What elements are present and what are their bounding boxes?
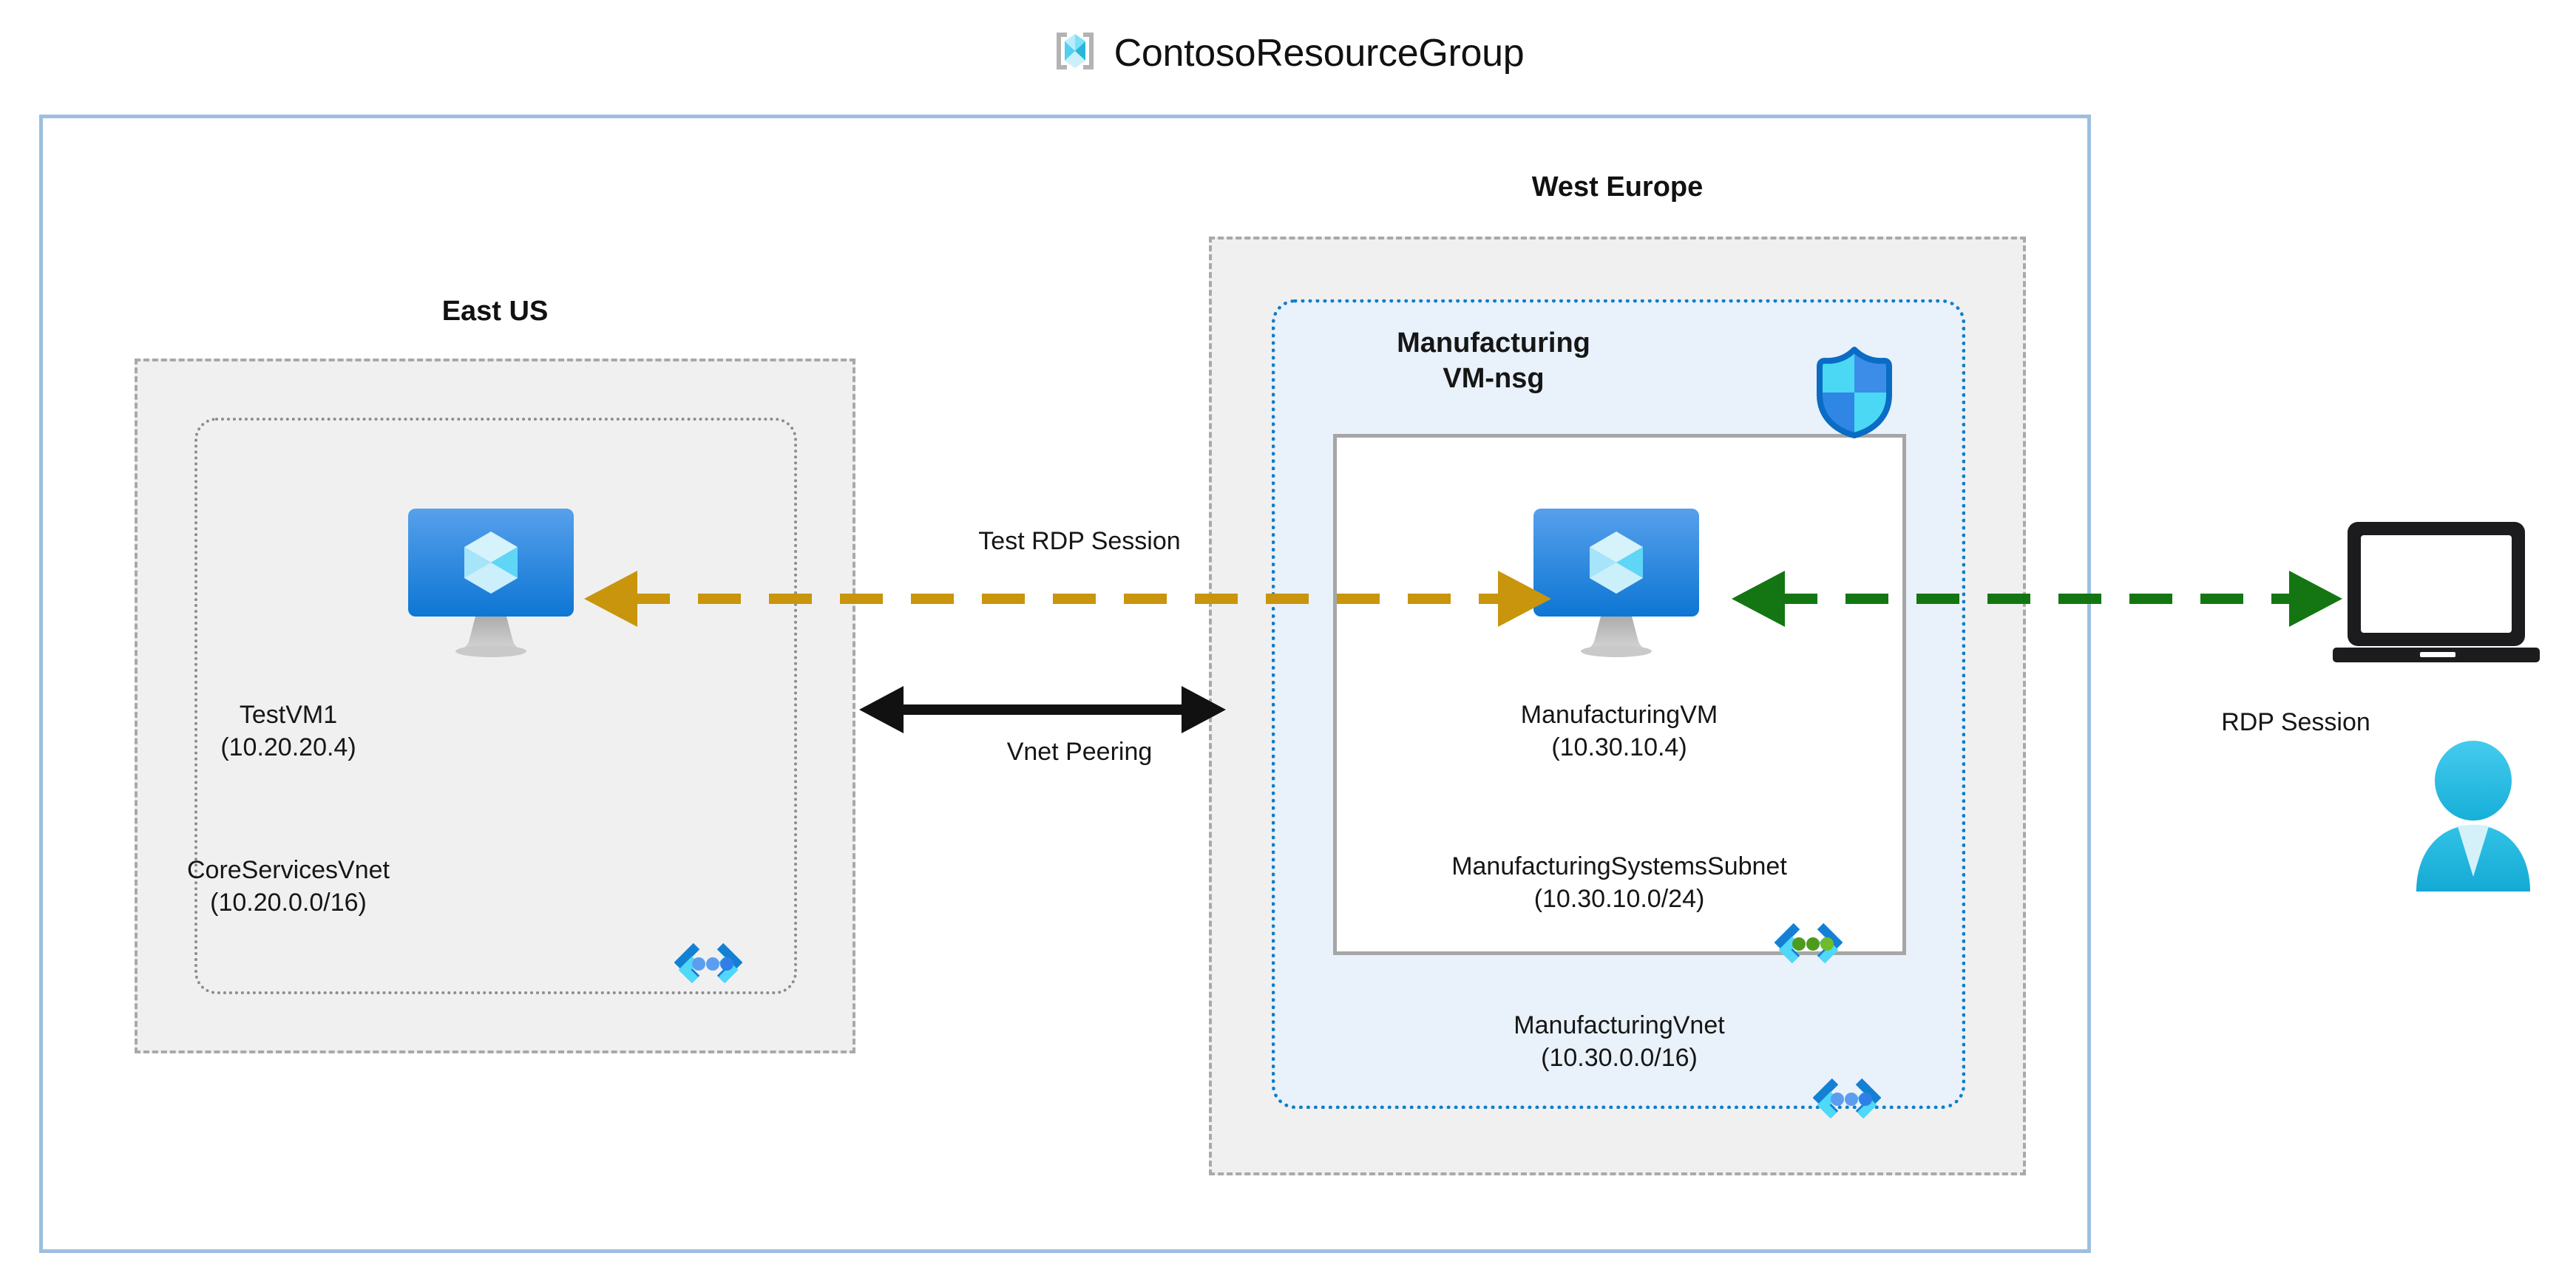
nsg-name-line2: VM-nsg bbox=[1443, 363, 1545, 394]
manufacturing-vnet-cidr: (10.30.0.0/16) bbox=[1541, 1044, 1698, 1072]
resource-group-boundary bbox=[39, 115, 2091, 1253]
virtual-machine-icon-manufacturingvm bbox=[1528, 504, 1705, 670]
subnet-icon-manufacturing-systems bbox=[1774, 920, 1843, 974]
manufacturing-subnet-label-group: ManufacturingSystemsSubnet (10.30.10.0/2… bbox=[1346, 850, 1893, 915]
testvm1-ip: (10.20.20.4) bbox=[220, 733, 356, 761]
nsg-label-group: Manufacturing VM-nsg bbox=[1331, 325, 1656, 396]
vnet-icon-manufacturing bbox=[1812, 1076, 1882, 1130]
manufacturing-subnet-name: ManufacturingSystemsSubnet bbox=[1451, 852, 1787, 880]
nsg-name-line1: Manufacturing bbox=[1397, 327, 1590, 359]
test-rdp-session-connection-label: Test RDP Session bbox=[978, 527, 1181, 555]
virtual-machine-icon-testvm1 bbox=[402, 504, 580, 670]
laptop-icon bbox=[2333, 517, 2540, 669]
vnet-icon-coreservices bbox=[674, 940, 743, 994]
region-east-us bbox=[135, 359, 855, 1053]
manufacturingvm-label-group: ManufacturingVM (10.30.10.4) bbox=[1346, 699, 1893, 764]
manufacturingvm-name: ManufacturingVM bbox=[1520, 701, 1718, 729]
manufacturing-vnet-label-group: ManufacturingVnet (10.30.0.0/16) bbox=[1346, 1009, 1893, 1074]
resource-group-name: ContosoResourceGroup bbox=[1114, 31, 1525, 75]
vnet-coreservices-boundary bbox=[194, 418, 797, 994]
region-label-east-us: East US bbox=[441, 296, 549, 327]
coreservices-vnet-cidr: (10.20.0.0/16) bbox=[210, 889, 367, 917]
manufacturing-subnet-cidr: (10.30.10.0/24) bbox=[1533, 885, 1705, 913]
region-label-west-europe: West Europe bbox=[1531, 172, 1704, 203]
coreservices-vnet-name: CoreServicesVnet bbox=[186, 856, 390, 884]
manufacturingvm-ip: (10.30.10.4) bbox=[1551, 733, 1687, 761]
user-icon bbox=[2403, 739, 2543, 898]
network-security-group-shield-icon bbox=[1813, 346, 1896, 443]
resource-group-icon bbox=[1052, 28, 1098, 78]
testvm1-label-group: TestVM1 (10.20.20.4) bbox=[133, 699, 444, 764]
testvm1-name: TestVM1 bbox=[239, 701, 338, 729]
resource-group-title-bar: ContosoResourceGroup bbox=[0, 28, 2576, 78]
coreservices-vnet-label-group: CoreServicesVnet (10.20.0.0/16) bbox=[133, 854, 444, 919]
rdp-session-connection-label: RDP Session bbox=[2221, 708, 2370, 736]
vnet-peering-connection-label: Vnet Peering bbox=[1006, 738, 1153, 766]
manufacturing-vnet-name: ManufacturingVnet bbox=[1514, 1011, 1725, 1039]
